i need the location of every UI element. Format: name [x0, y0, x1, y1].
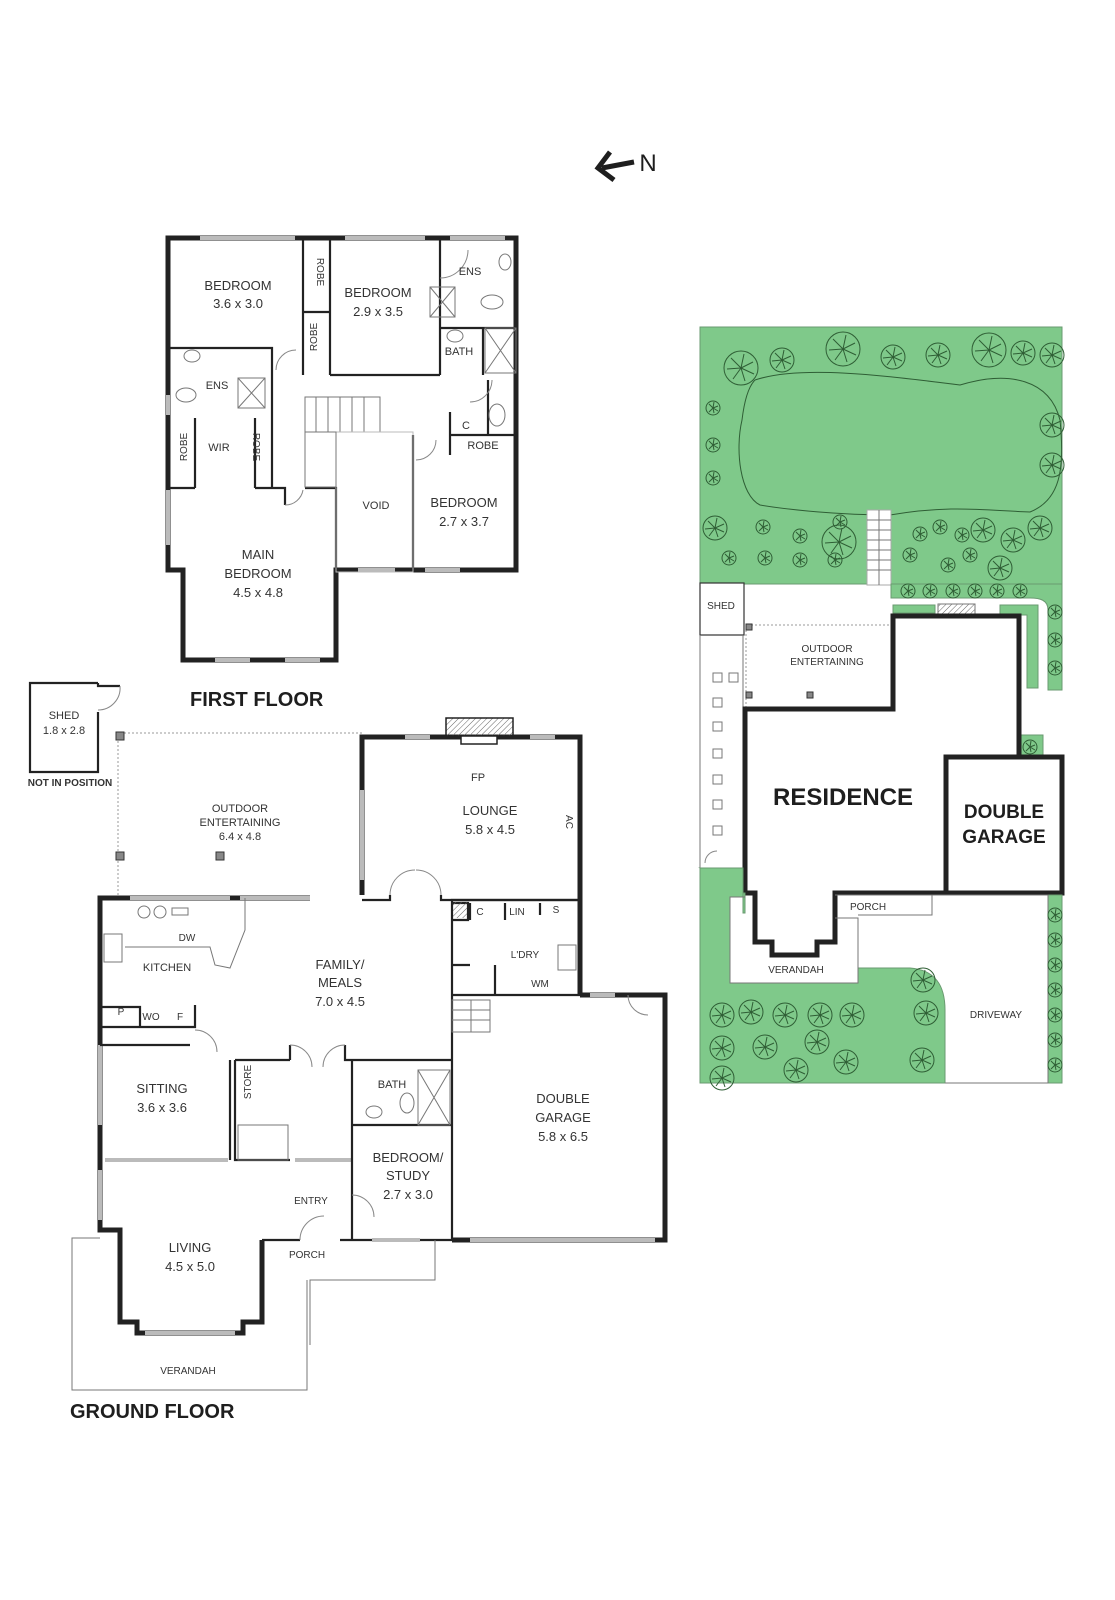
- robe-label: ROBE: [250, 433, 261, 462]
- s-label: S: [553, 905, 560, 916]
- lounge-label: LOUNGE: [463, 803, 518, 818]
- lin-label: LIN: [509, 907, 525, 918]
- bedroom-study-label: BEDROOM/: [373, 1150, 444, 1165]
- shed-size: 1.8 x 2.8: [43, 725, 85, 737]
- wir-label: WIR: [208, 442, 229, 454]
- site-garage-label: GARAGE: [962, 827, 1045, 848]
- family-label: MEALS: [318, 975, 362, 990]
- ens-label: ENS: [459, 266, 482, 278]
- sitting-size: 3.6 x 3.6: [137, 1100, 187, 1115]
- bedroom-study-size: 2.7 x 3.0: [383, 1187, 433, 1202]
- first-floor-title: FIRST FLOOR: [190, 689, 324, 711]
- north-arrow-icon: N: [594, 150, 657, 182]
- bath-label: BATH: [378, 1079, 407, 1091]
- robe-label: ROBE: [467, 440, 498, 452]
- laundry-label: L'DRY: [511, 950, 540, 961]
- robe-label: ROBE: [179, 433, 190, 462]
- family-size: 7.0 x 4.5: [315, 994, 365, 1009]
- driveway-label: DRIVEWAY: [970, 1010, 1023, 1021]
- kitchen-label: KITCHEN: [143, 962, 191, 974]
- garage-size: 5.8 x 6.5: [538, 1129, 588, 1144]
- outdoor-entertaining-label: ENTERTAINING: [200, 817, 281, 829]
- wo-label: WO: [142, 1012, 159, 1023]
- room-label: BEDROOM: [204, 278, 271, 293]
- site-outdoor-label: ENTERTAINING: [790, 657, 864, 668]
- living-label: LIVING: [169, 1240, 212, 1255]
- sitting-label: SITTING: [136, 1081, 187, 1096]
- c-label: C: [462, 420, 470, 432]
- shed-label: SHED: [49, 710, 80, 722]
- wm-label: WM: [531, 979, 549, 990]
- porch-label: PORCH: [289, 1250, 325, 1261]
- entry-label: ENTRY: [294, 1196, 328, 1207]
- residence-label: RESIDENCE: [773, 784, 913, 811]
- room-label: BEDROOM: [430, 495, 497, 510]
- site-plan: SHED OUTDOOR ENTERTAINING RESIDENCE DOUB…: [698, 326, 1065, 1091]
- fp-label: FP: [471, 772, 485, 784]
- room-size: 2.7 x 3.7: [439, 514, 489, 529]
- room-size: 3.6 x 3.0: [213, 296, 263, 311]
- robe-label: ROBE: [309, 323, 320, 352]
- room-label: BEDROOM: [344, 285, 411, 300]
- site-verandah-label: VERANDAH: [768, 965, 824, 976]
- site-shed-label: SHED: [707, 601, 735, 612]
- c-label: C: [476, 907, 483, 918]
- first-floor-plan: BEDROOM 3.6 x 3.0 BEDROOM 2.9 x 3.5 BEDR…: [165, 235, 519, 711]
- bedroom-study-label: STUDY: [386, 1168, 430, 1183]
- family-label: FAMILY/: [316, 957, 365, 972]
- not-in-position-note: NOT IN POSITION: [28, 778, 112, 789]
- room-size: 4.5 x 4.8: [233, 585, 283, 600]
- dw-label: DW: [179, 933, 196, 944]
- fridge-label: F: [177, 1012, 183, 1023]
- bath-label: BATH: [445, 346, 474, 358]
- site-outdoor-label: OUTDOOR: [801, 644, 852, 655]
- ac-label: AC: [563, 815, 574, 829]
- lounge-size: 5.8 x 4.5: [465, 822, 515, 837]
- site-garage-label: DOUBLE: [964, 802, 1044, 823]
- outdoor-entertaining-size: 6.4 x 4.8: [219, 831, 261, 843]
- garage-label: DOUBLE: [536, 1091, 590, 1106]
- room-label: BEDROOM: [224, 566, 291, 581]
- verandah-label: VERANDAH: [160, 1366, 216, 1377]
- outdoor-entertaining-label: OUTDOOR: [212, 803, 268, 815]
- room-label: MAIN: [242, 547, 275, 562]
- ens-label: ENS: [206, 380, 229, 392]
- garage-label: GARAGE: [535, 1110, 591, 1125]
- room-size: 2.9 x 3.5: [353, 304, 403, 319]
- pantry-label: P: [118, 1007, 125, 1018]
- north-label: N: [639, 150, 656, 177]
- store-label: STORE: [243, 1065, 254, 1100]
- ground-floor-title: GROUND FLOOR: [70, 1401, 235, 1423]
- shed-plan: SHED 1.8 x 2.8 NOT IN POSITION: [28, 681, 121, 789]
- void-label: VOID: [363, 500, 390, 512]
- robe-label: ROBE: [314, 258, 325, 287]
- site-porch-label: PORCH: [850, 902, 886, 913]
- living-size: 4.5 x 5.0: [165, 1259, 215, 1274]
- ground-floor-plan: OUTDOOR ENTERTAINING 6.4 x 4.8 FP LOUNGE…: [70, 717, 668, 1423]
